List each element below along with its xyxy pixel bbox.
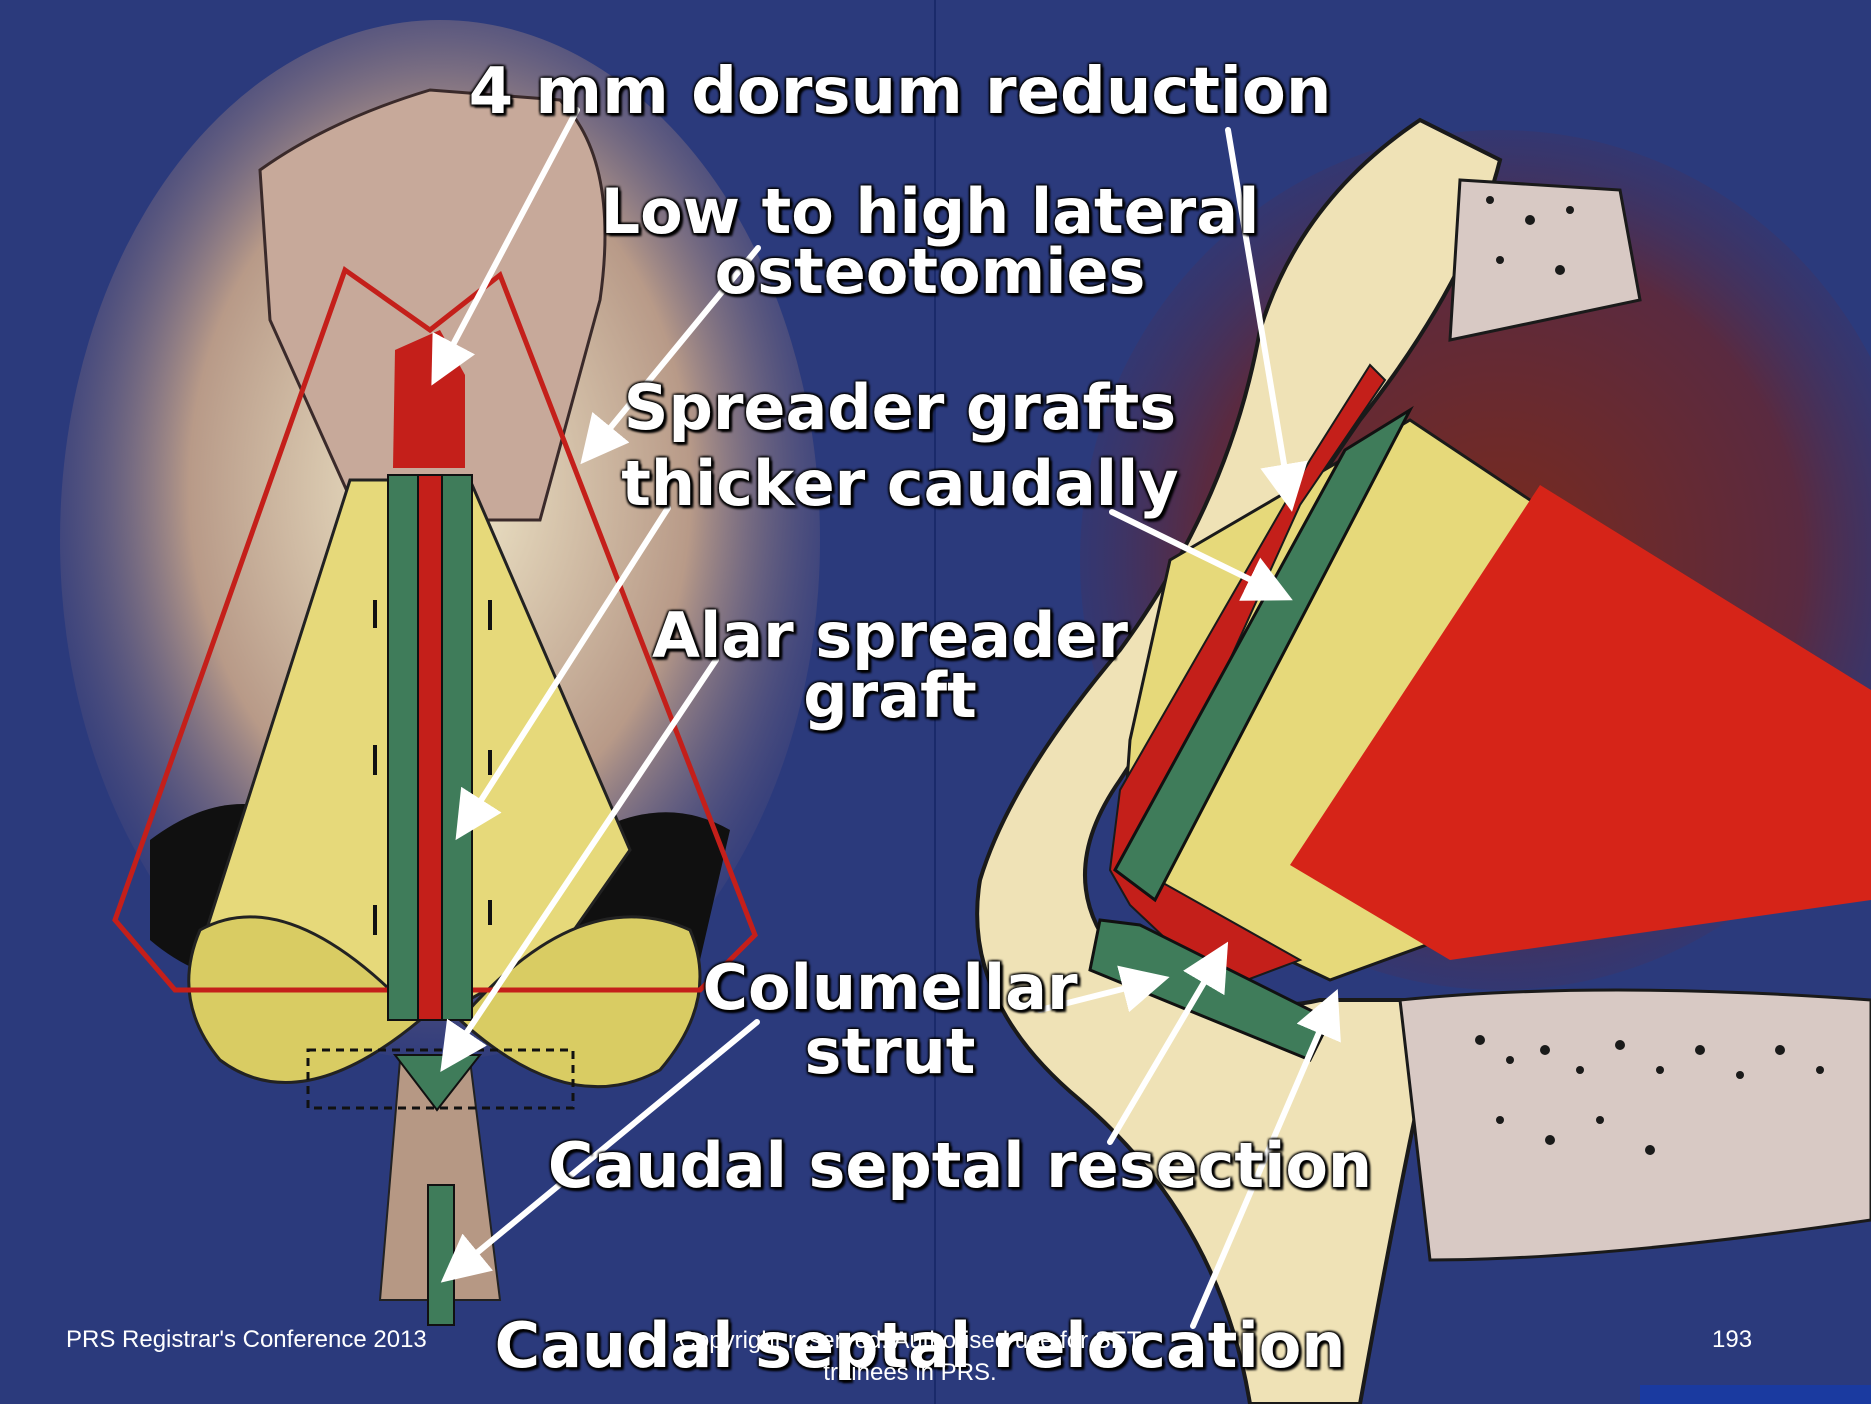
label-dorsum-reduction: 4 mm dorsum reduction [460, 60, 1340, 124]
spreader-graft-left [388, 475, 418, 1020]
label-caudal-resection: Caudal septal resection [500, 1134, 1420, 1198]
footer-page-number: 193 [1712, 1326, 1752, 1354]
label-spreader-line1: Spreader grafts [560, 376, 1240, 440]
septum-strip [418, 475, 442, 1020]
footer-copyright-line1: Copyright reserved. Authorised use for S… [610, 1326, 1210, 1356]
footer-conference: PRS Registrar's Conference 2013 [66, 1326, 427, 1354]
spreader-graft-right [442, 475, 472, 1020]
columellar-strut-frontal [428, 1185, 454, 1325]
footer-copyright-line2: trainees in PRS. [610, 1358, 1210, 1388]
label-columellar-line2: strut [640, 1020, 1140, 1084]
label-spreader-line2: thicker caudally [560, 452, 1240, 516]
label-alar-line2: graft [600, 664, 1180, 728]
label-columellar-line1: Columellar [640, 956, 1140, 1020]
label-osteotomies-line2: osteotomies [560, 240, 1300, 304]
